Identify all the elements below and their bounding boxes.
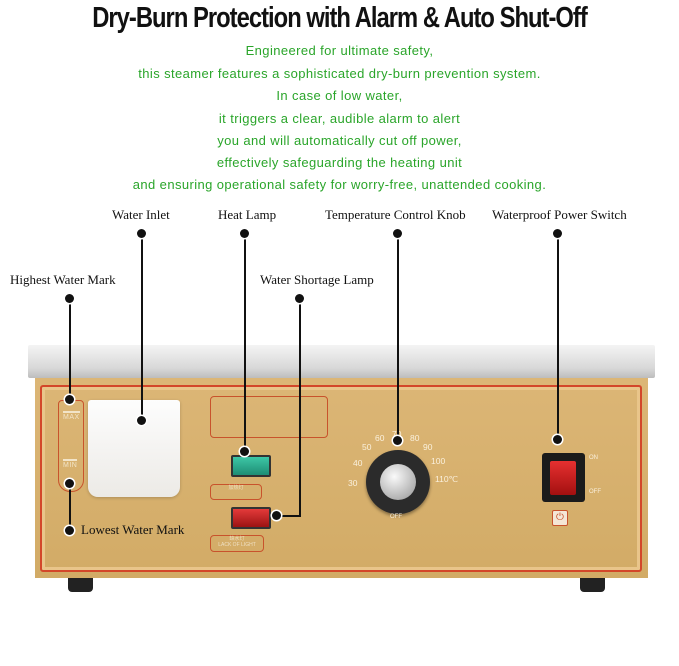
leader-line (299, 298, 301, 516)
label-highest-mark: Highest Water Mark (10, 272, 116, 287)
leader-line (244, 233, 246, 451)
shortage-lamp-label-cn: 缺水灯 (229, 536, 245, 542)
label-water-inlet: Water Inlet (112, 207, 170, 222)
knob-tick: 60 (375, 433, 385, 443)
description-line: and ensuring operational safety for worr… (132, 177, 547, 192)
knob-tick: 90 (423, 442, 433, 452)
power-icon: ⏻ (552, 510, 568, 526)
label-lowest-mark: Lowest Water Mark (81, 522, 185, 537)
foot (580, 578, 605, 592)
switch-on-label: ON (589, 455, 598, 461)
callout-dot (240, 229, 249, 238)
description-line: you and will automatically cut off power… (217, 133, 462, 148)
page-title: Dry-Burn Protection with Alarm & Auto Sh… (92, 2, 588, 34)
max-mark: MAX (63, 411, 80, 421)
leader-line (557, 233, 559, 439)
leader-line (397, 233, 399, 440)
steamer-top-plate (28, 345, 655, 378)
callout-dot (137, 229, 146, 238)
callout-dot (272, 511, 281, 520)
description-line: Engineered for ultimate safety, (245, 43, 434, 58)
callout-dot (553, 435, 562, 444)
knob-tick: 30 (348, 478, 358, 488)
power-switch[interactable] (542, 453, 585, 502)
foot (68, 578, 93, 592)
label-heat-lamp: Heat Lamp (218, 207, 277, 222)
water-inlet[interactable] (88, 400, 180, 497)
shortage-lamp-label: 缺水灯 LACK OF LIGHT (210, 535, 264, 552)
description-line: In case of low water, (276, 88, 403, 103)
power-switch-rocker[interactable] (550, 461, 576, 495)
label-power-switch: Waterproof Power Switch (492, 207, 627, 222)
instruction-panel (210, 396, 328, 438)
callout-dot (393, 436, 402, 445)
leader-line (69, 483, 71, 530)
label-shortage-lamp: Water Shortage Lamp (260, 272, 374, 287)
heat-lamp-label: 加热灯 (210, 484, 262, 500)
temperature-control-knob[interactable] (366, 450, 430, 514)
callout-dot (393, 229, 402, 238)
callout-dot (65, 479, 74, 488)
description-line: it triggers a clear, audible alarm to al… (218, 111, 461, 126)
water-shortage-lamp (231, 507, 271, 529)
knob-tick: 100 (431, 456, 446, 466)
knob-off-label: OFF (390, 514, 402, 520)
callout-dot (295, 294, 304, 303)
heat-lamp (231, 455, 271, 477)
min-mark: MIN (63, 459, 78, 469)
shortage-lamp-label-en: LACK OF LIGHT (218, 542, 256, 548)
knob-tick: 80 (410, 433, 420, 443)
label-temperature-knob: Temperature Control Knob (325, 207, 466, 222)
callout-dot (137, 416, 146, 425)
leader-line (141, 233, 143, 420)
callout-dot (65, 526, 74, 535)
description-line: this steamer features a sophisticated dr… (138, 66, 541, 81)
water-level-marks: MAX MIN (58, 400, 84, 492)
callout-dot (553, 229, 562, 238)
knob-tick: 50 (362, 442, 372, 452)
callout-dot (65, 395, 74, 404)
leader-line (277, 515, 301, 517)
control-panel-frame (40, 385, 642, 572)
knob-cap (380, 464, 416, 500)
callout-dot (240, 447, 249, 456)
switch-off-label: OFF (589, 489, 601, 495)
knob-tick: 40 (353, 458, 363, 468)
knob-tick: 70 (392, 429, 401, 439)
description-line: effectively safeguarding the heating uni… (216, 155, 463, 170)
callout-dot (65, 294, 74, 303)
leader-line (69, 298, 71, 398)
knob-tick: 110℃ (435, 474, 459, 484)
